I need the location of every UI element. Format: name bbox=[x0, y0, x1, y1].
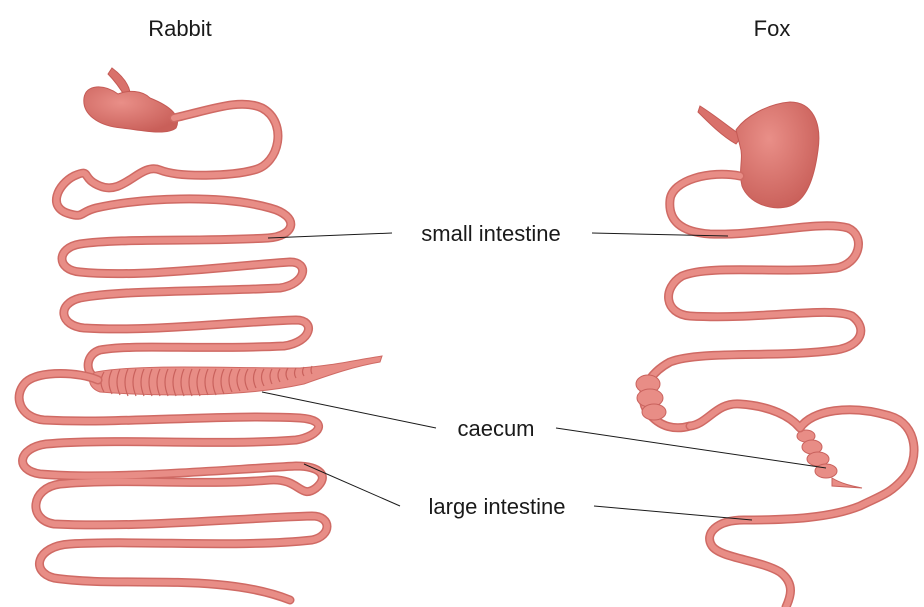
leader-caecum-fox bbox=[556, 428, 826, 468]
label-small-intestine: small intestine bbox=[421, 221, 560, 246]
fox-small-intestine-tube bbox=[643, 174, 861, 428]
leader-lines bbox=[262, 233, 826, 520]
fox-small-intestine bbox=[643, 174, 861, 428]
leader-caecum-rabbit bbox=[262, 392, 436, 428]
rabbit-stomach bbox=[84, 68, 178, 132]
rabbit-large-intestine-tube-edge bbox=[19, 374, 327, 601]
rabbit-digestive-tract bbox=[19, 68, 382, 600]
label-caecum: caecum bbox=[457, 416, 534, 441]
rabbit-title: Rabbit bbox=[148, 16, 212, 41]
label-large-intestine: large intestine bbox=[429, 494, 566, 519]
fox-coil-upper bbox=[636, 375, 666, 420]
fox-small-intestine-tube-edge bbox=[643, 174, 861, 428]
fox-stomach bbox=[698, 102, 819, 208]
rabbit-small-intestine bbox=[56, 104, 308, 378]
leader-large-intestine-fox bbox=[594, 506, 752, 520]
rabbit-large-intestine bbox=[19, 374, 327, 601]
fox-digestive-tract bbox=[636, 102, 914, 607]
fox-title: Fox bbox=[754, 16, 791, 41]
rabbit-caecum bbox=[90, 356, 382, 396]
fox-caecum bbox=[797, 430, 862, 488]
